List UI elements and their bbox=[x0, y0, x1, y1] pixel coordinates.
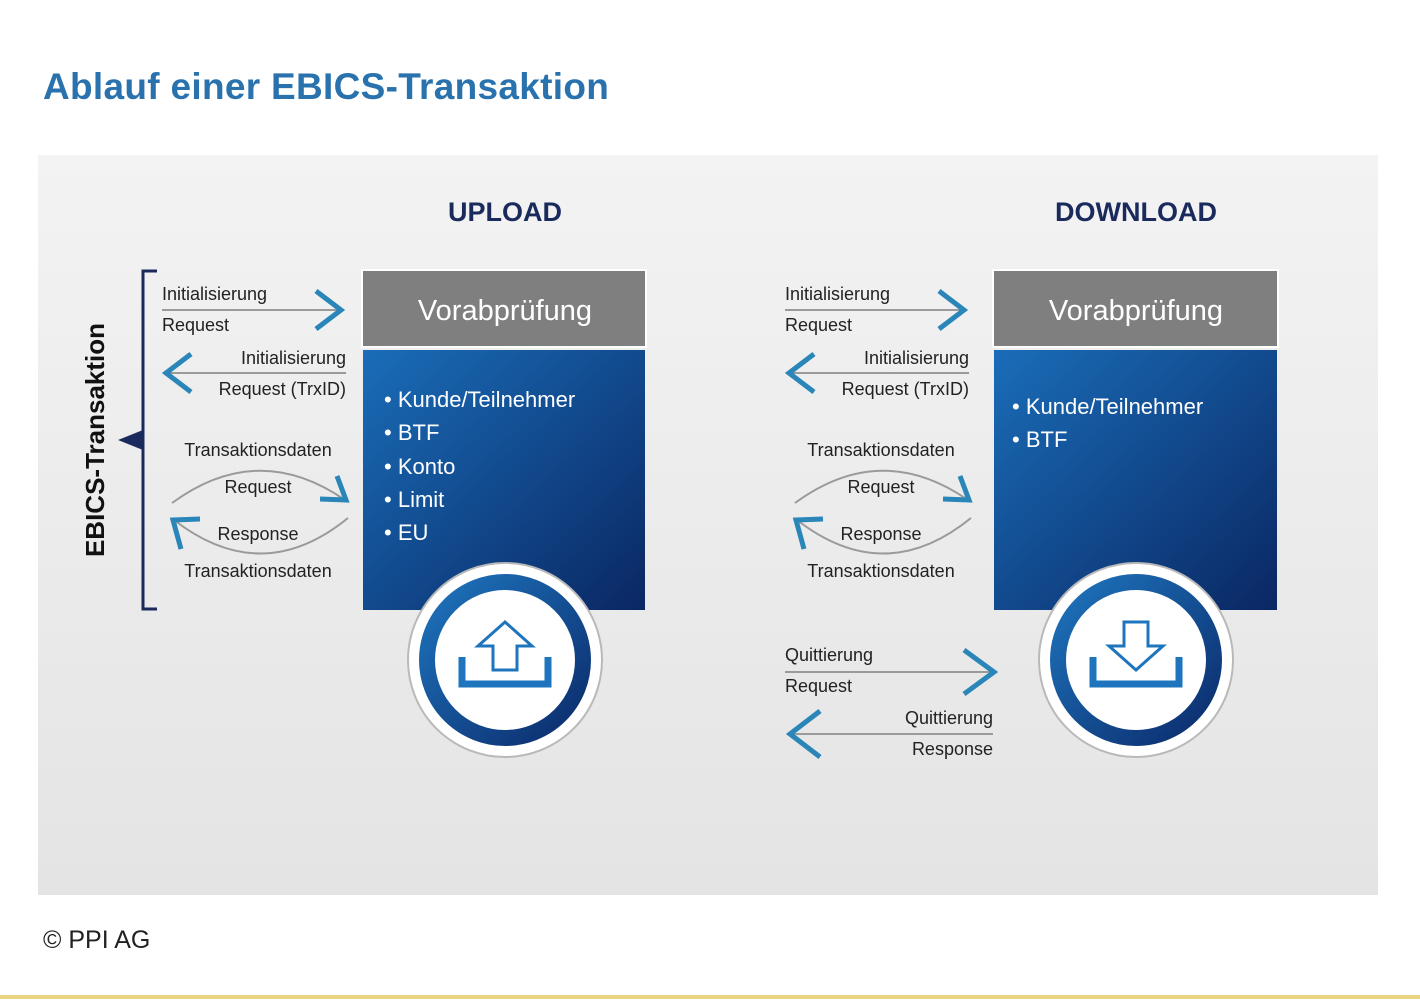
check-item: Konto bbox=[398, 454, 456, 479]
upload-init-request-label: Initialisierung bbox=[162, 284, 267, 304]
upload-precheck-header bbox=[363, 271, 645, 346]
svg-text:• EU: • EU bbox=[384, 520, 428, 545]
upload-data-response-label: Response bbox=[217, 524, 298, 544]
download-data-request-label: Transaktionsdaten bbox=[807, 440, 954, 460]
svg-text:• Konto: • Konto bbox=[384, 454, 455, 479]
upload-heading: UPLOAD bbox=[448, 197, 562, 227]
arrow-left-icon bbox=[161, 352, 193, 394]
download-ack-request-sub: Request bbox=[785, 676, 852, 696]
download-init-response-label: Initialisierung bbox=[864, 348, 969, 368]
download-data-response-sub: Transaktionsdaten bbox=[807, 561, 954, 581]
svg-text:• Kunde/Teilnehmer: • Kunde/Teilnehmer bbox=[384, 387, 575, 412]
check-item: BTF bbox=[398, 420, 440, 445]
arrow-right-icon bbox=[319, 475, 350, 503]
check-item: Limit bbox=[398, 487, 444, 512]
ebics-transaction-bracket bbox=[118, 269, 157, 611]
download-precheck-header bbox=[994, 271, 1277, 346]
download-init-response-sub: Request (TrxID) bbox=[842, 379, 969, 399]
svg-text:• Limit: • Limit bbox=[384, 487, 444, 512]
copyright-footer: © PPI AG bbox=[43, 926, 151, 954]
svg-text:• BTF: • BTF bbox=[384, 420, 439, 445]
arrow-right-icon bbox=[937, 289, 969, 331]
check-item: Kunde/Teilnehmer bbox=[1026, 394, 1203, 419]
arrow-left-icon bbox=[792, 516, 824, 550]
upload-data-response-sub: Transaktionsdaten bbox=[184, 561, 331, 581]
arrow-left-icon bbox=[785, 709, 822, 759]
download-section: DOWNLOAD Vorabprüfung • Kunde/Teilnehmer… bbox=[784, 197, 1279, 759]
download-icon bbox=[1038, 562, 1234, 758]
upload-init-request-sub: Request bbox=[162, 315, 229, 335]
arrow-right-icon bbox=[314, 289, 346, 331]
download-init-request-label: Initialisierung bbox=[785, 284, 890, 304]
download-ack-response-label: Quittierung bbox=[905, 708, 993, 728]
upload-data-request-label: Transaktionsdaten bbox=[184, 440, 331, 460]
upload-init-response-label: Initialisierung bbox=[241, 348, 346, 368]
bottom-divider bbox=[0, 995, 1420, 999]
download-data-response-label: Response bbox=[840, 524, 921, 544]
arrow-left-icon bbox=[784, 352, 816, 394]
upload-data-request-sub: Request bbox=[224, 477, 291, 497]
download-precheck-title: Vorabprüfung bbox=[1049, 295, 1223, 327]
download-init-request-sub: Request bbox=[785, 315, 852, 335]
download-ack-response-sub: Response bbox=[912, 739, 993, 759]
arrow-right-icon bbox=[942, 475, 973, 503]
download-heading: DOWNLOAD bbox=[1055, 197, 1217, 227]
arrow-right-icon bbox=[962, 647, 999, 697]
upload-section: UPLOAD Vorabprüfung • Kunde/Teilnehmer •… bbox=[161, 197, 647, 758]
ebics-transaction-label: EBICS-Transaktion bbox=[80, 323, 110, 557]
check-item: BTF bbox=[1026, 427, 1068, 452]
svg-text:• Kunde/Teilnehmer: • Kunde/Teilnehmer bbox=[1012, 394, 1203, 419]
check-item: Kunde/Teilnehmer bbox=[398, 387, 575, 412]
page-title: Ablauf einer EBICS-Transaktion bbox=[43, 66, 610, 107]
download-ack-request-label: Quittierung bbox=[785, 645, 873, 665]
download-data-request-sub: Request bbox=[847, 477, 914, 497]
arrow-left-icon bbox=[169, 516, 201, 550]
svg-text:• BTF: • BTF bbox=[1012, 427, 1067, 452]
upload-precheck-title: Vorabprüfung bbox=[418, 295, 592, 327]
upload-init-response-sub: Request (TrxID) bbox=[219, 379, 346, 399]
upload-icon bbox=[407, 562, 603, 758]
check-item: EU bbox=[398, 520, 429, 545]
